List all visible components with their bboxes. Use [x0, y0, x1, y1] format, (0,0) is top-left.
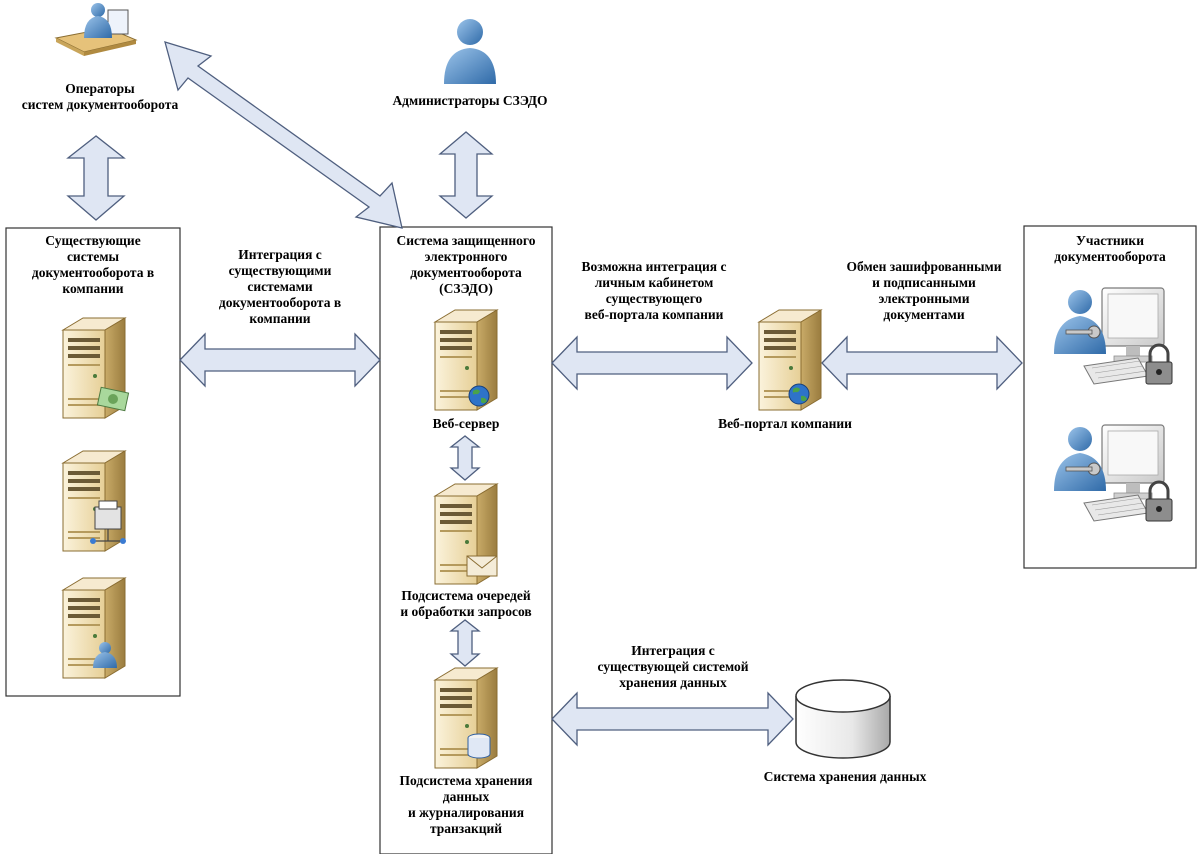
existing-systems-label: Существующие системы документооборота в … [31, 233, 155, 296]
arrow-szedo-portal [551, 335, 753, 391]
arrow-portal-participants [821, 335, 1023, 391]
edge-encrypted-exchange-label: Обмен зашифрованными и подписанными элек… [846, 259, 1002, 322]
edge-integration-storage-label: Интеграция с существующей системой хране… [597, 643, 749, 690]
arrow-operators-szedo-diagonal [164, 41, 403, 229]
edge-integration-portal-label: Возможна интеграция с личным кабинетом с… [581, 259, 727, 322]
participant-workstation-1-icon [1052, 286, 1174, 386]
participant-workstation-2-icon [1052, 423, 1174, 523]
operators-label: Операторы систем документооборота [21, 81, 179, 112]
web-portal-label: Веб-портал компании [718, 416, 852, 431]
arrow-szedo-storage [551, 691, 794, 747]
admins-label: Администраторы СЗЭДО [392, 93, 548, 108]
data-storage-label: Система хранения данных [763, 769, 927, 784]
arrow-webserver-queue [449, 435, 481, 481]
web-portal-server-icon [758, 309, 822, 411]
participants-label: Участники документооборота [1054, 233, 1166, 264]
queue-subsystem-label: Подсистема очередей и обработки запросов [400, 588, 532, 619]
participants-frame [1023, 225, 1197, 569]
existing-systems-frame [5, 227, 181, 697]
szedo-title-label: Система защищенного электронного докумен… [396, 233, 536, 296]
existing-server-1-icon [62, 317, 130, 419]
edge-integration-existing-label: Интеграция с существующими системами док… [218, 247, 342, 326]
arrow-queue-storage [449, 619, 481, 667]
existing-server-2-icon [62, 450, 126, 552]
web-server-icon [434, 309, 498, 411]
szedo-frame [379, 226, 553, 854]
arrow-existing-szedo [179, 332, 381, 388]
arrow-operators-existing [66, 135, 126, 221]
web-server-label: Веб-сервер [432, 416, 500, 431]
arrow-admins-szedo [438, 131, 494, 219]
existing-server-3-icon [62, 577, 126, 679]
data-storage-cylinder-icon [795, 679, 891, 759]
storage-subsystem-label: Подсистема хранения данных и журналирова… [399, 773, 533, 836]
admin-person-icon [444, 19, 496, 84]
queue-server-icon [434, 483, 498, 585]
operator-desk-icon [54, 3, 138, 56]
storage-server-icon [434, 667, 498, 769]
